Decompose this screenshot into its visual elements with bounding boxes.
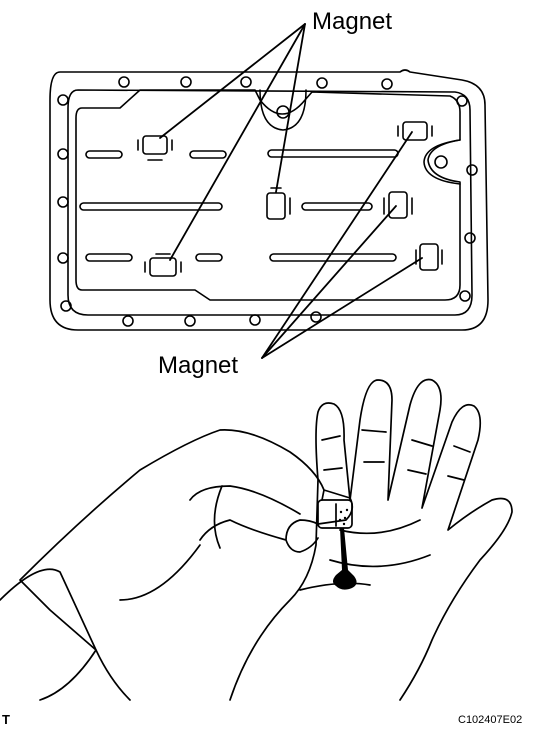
bolt-hole xyxy=(118,76,130,88)
bolt-hole xyxy=(57,148,69,160)
oil-pan-boss-hole xyxy=(276,105,290,119)
floor-rib xyxy=(85,253,133,262)
oil-pan-outer-flange xyxy=(49,69,489,331)
open-palm-hand xyxy=(229,378,513,701)
magnet-3 xyxy=(266,187,291,220)
floor-rib xyxy=(189,150,227,159)
bolt-holes xyxy=(57,76,478,327)
magnet-label-top: Magnet xyxy=(312,8,393,35)
magnet-6 xyxy=(415,243,443,271)
floor-rib xyxy=(267,149,399,158)
magnet-5 xyxy=(144,253,182,277)
pinching-hand xyxy=(19,429,354,701)
magnets xyxy=(137,121,443,277)
magnet-1 xyxy=(137,135,173,161)
bolt-hole xyxy=(240,76,252,88)
iron-particles xyxy=(333,508,357,590)
finger-creases xyxy=(321,429,471,481)
figure-code: C102407E02 xyxy=(458,714,523,726)
bolt-hole xyxy=(57,94,69,106)
bolt-hole xyxy=(184,315,196,327)
oil-pan-right-boss xyxy=(423,139,461,185)
leader-line xyxy=(261,131,413,359)
bolt-hole xyxy=(60,300,72,312)
floor-ribs xyxy=(79,149,399,262)
leader-lines xyxy=(159,23,423,359)
bolt-hole xyxy=(249,314,261,326)
bolt-hole xyxy=(316,77,328,89)
oil-pan-right-boss-hole xyxy=(434,155,448,169)
palm-creases xyxy=(299,519,431,591)
floor-rib xyxy=(301,202,373,211)
bolt-hole xyxy=(180,76,192,88)
bolt-hole xyxy=(456,95,468,107)
floor-rib xyxy=(79,202,223,211)
magnet-label-bottom: Magnet xyxy=(158,352,239,379)
leader-line xyxy=(275,23,306,193)
bolt-hole xyxy=(310,311,322,323)
bolt-hole xyxy=(122,315,134,327)
corner-mark: T xyxy=(2,712,10,727)
bolt-hole xyxy=(381,78,393,90)
oil-pan xyxy=(49,69,489,331)
leader-line xyxy=(261,205,397,359)
magnet-4 xyxy=(383,191,413,219)
hands xyxy=(0,378,513,701)
leader-line xyxy=(159,23,306,139)
bolt-hole xyxy=(57,196,69,208)
oil-pan-boss xyxy=(259,89,307,131)
floor-rib xyxy=(195,253,223,262)
bolt-hole xyxy=(464,232,476,244)
leader-line xyxy=(261,257,423,359)
floor-rib xyxy=(85,150,123,159)
bolt-hole xyxy=(459,290,471,302)
bolt-hole xyxy=(57,252,69,264)
magnet-2 xyxy=(397,121,433,141)
sleeve-cuff xyxy=(0,568,97,701)
floor-rib xyxy=(269,253,397,262)
held-magnet xyxy=(317,499,353,529)
leader-line xyxy=(169,23,306,261)
bolt-hole xyxy=(466,164,478,176)
